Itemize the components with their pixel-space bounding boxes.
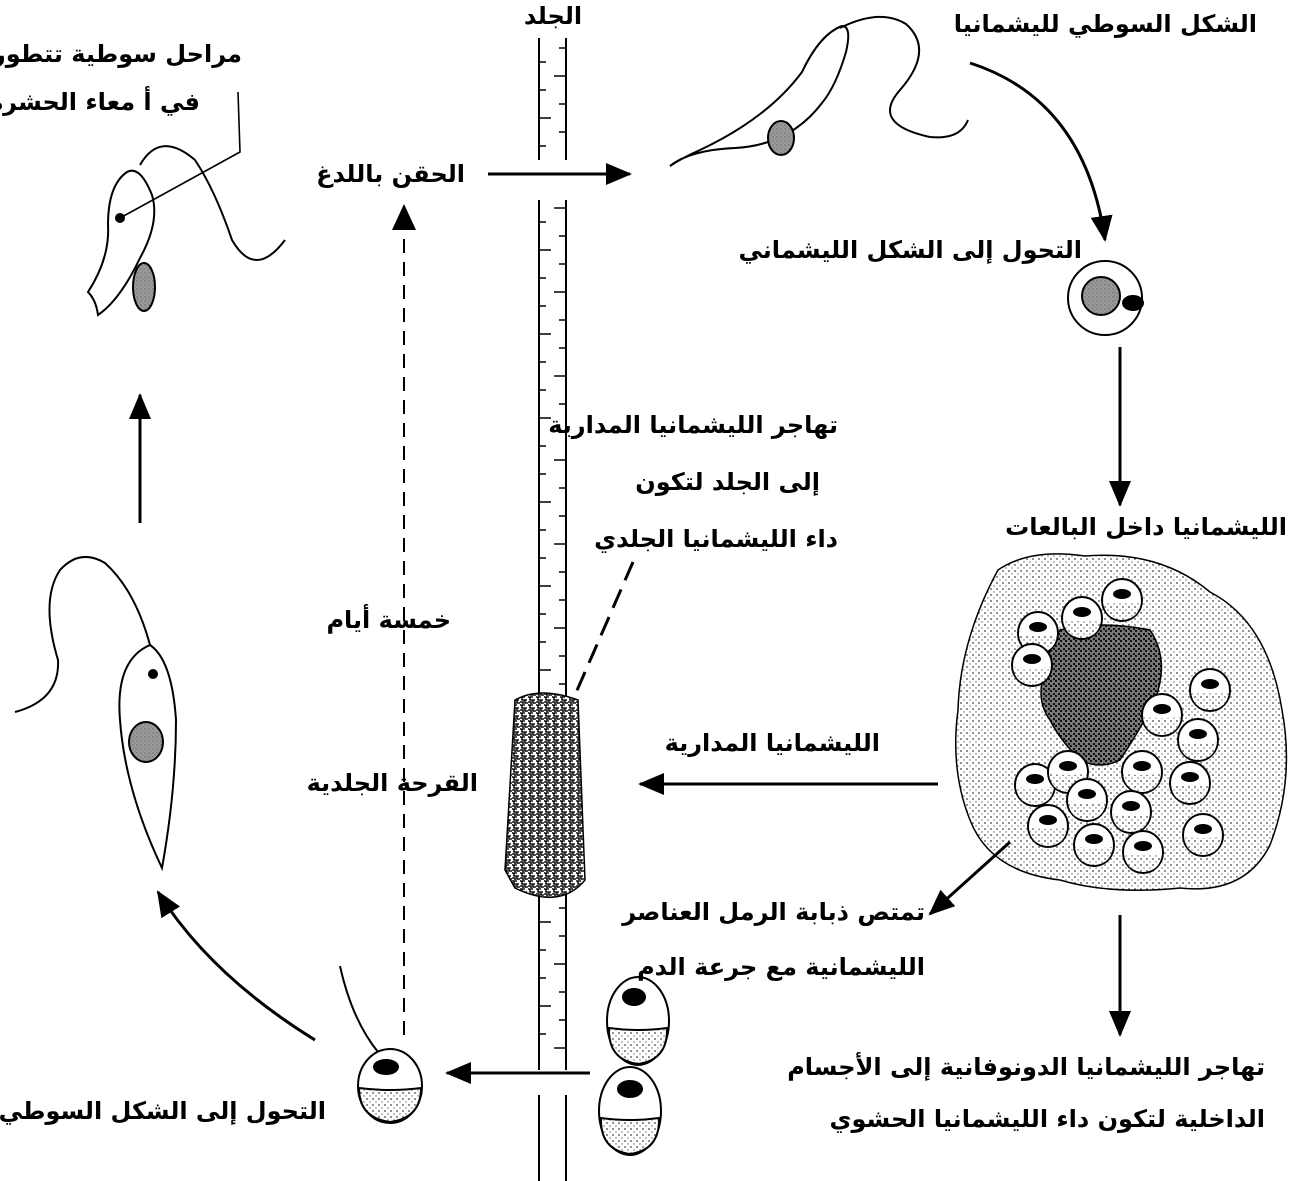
promastigote-top-right [669,15,969,167]
ingested-amastigotes [598,976,670,1156]
label-visceral-1: تهاجر الليشمانيا الدونوفانية إلى الأجسام [787,1052,1265,1081]
label-tropica: الليشمانيا المدارية [665,729,880,757]
amastigote-cytoplasm [1191,692,1229,710]
skin-column [538,38,567,1181]
amastigote-cytoplasm [1068,802,1106,820]
label-five-days: خمسة أيام [326,604,451,634]
amastigote-kinetoplast [1133,761,1151,771]
label-promastigote: الشكل السوطي لليشمانيا [954,10,1257,38]
ulcer-dashed-pointer [573,561,635,696]
amastigote-cell [1067,260,1144,336]
amastigote-cytoplasm [1103,602,1141,620]
amastigote-kinetoplast [1026,774,1044,784]
amastigote-cytoplasm [1171,785,1209,803]
amastigote-cytoplasm [1112,814,1150,832]
amastigote-kinetoplast [1023,654,1041,664]
amastigote-cytoplasm [1124,854,1162,872]
label-in-macrophages: الليشمانيا داخل البالعات [1005,513,1287,541]
amastigote-cytoplasm [1029,828,1067,846]
amastigote-kinetoplast [1194,824,1212,834]
labels: مراحل سوطية تتطور في أ معاء الحشرة الحقن… [0,10,1287,1133]
label-ulcer: القرحة الجلدية [307,769,478,797]
label-to-flagellar: التحول إلى الشكل السوطي [0,1097,326,1125]
label-sandfly-1: تمتص ذبابة الرمل العناصر [621,898,925,926]
amastigote-kinetoplast [1122,801,1140,811]
amastigote-cytoplasm [1143,717,1181,735]
amastigote-cytoplasm [1123,774,1161,792]
promastigote-bottom-left [14,555,178,872]
label-visceral-2: الداخلية لتكون داء الليشمانيا الحشوي [830,1105,1265,1133]
label-sandfly-2: الليشمانية مع جرعة الدم [637,953,925,981]
label-flagellar-stages-1: مراحل سوطية تتطور [0,40,242,68]
amastigote-kinetoplast [1201,679,1219,689]
amastigote-kinetoplast [1153,704,1171,714]
amastigote-cytoplasm [1075,847,1113,865]
amastigote-kinetoplast [1059,761,1077,771]
label-injection: الحقن باللدغ [316,160,465,188]
amastigote-kinetoplast [1113,589,1131,599]
amastigote-cytoplasm [1063,620,1101,638]
amastigote-kinetoplast [1085,834,1103,844]
arrows [129,61,1131,1084]
amastigote-cytoplasm [1016,787,1054,805]
arrow-promastigote-to-amastigote [969,61,1113,242]
label-cutaneous-1: تهاجر الليشمانيا المدارية [548,411,838,439]
amastigote-kinetoplast [1039,815,1057,825]
macrophage-amastigotes [1011,578,1231,874]
amastigote-cytoplasm [1184,837,1222,855]
skin-ulcer [504,692,586,899]
label-flagellar-stages-2: في أ معاء الحشرة [0,86,200,116]
label-to-amastigote: التحول إلى الشكل الليشماني [739,236,1082,264]
skin-label: الجلد [524,2,582,30]
amastigote-kinetoplast [1073,607,1091,617]
promastigote-top-left [86,91,286,317]
label-cutaneous-2: إلى الجلد لتكون [635,468,820,496]
amastigote-kinetoplast [1134,841,1152,851]
arrow-sandfly [928,840,1012,916]
label-cutaneous-3: داء الليشمانيا الجلدي [594,525,838,553]
amastigote-kinetoplast [1189,729,1207,739]
amastigote-cytoplasm [1179,742,1217,760]
transforming-cell [339,965,423,1124]
skin-tick-marks [539,47,566,1049]
amastigote-cytoplasm [1013,667,1051,685]
amastigote-kinetoplast [1181,772,1199,782]
amastigote-kinetoplast [1078,789,1096,799]
amastigote-kinetoplast [1029,622,1047,632]
arrow-to-flagellar [156,890,316,1042]
